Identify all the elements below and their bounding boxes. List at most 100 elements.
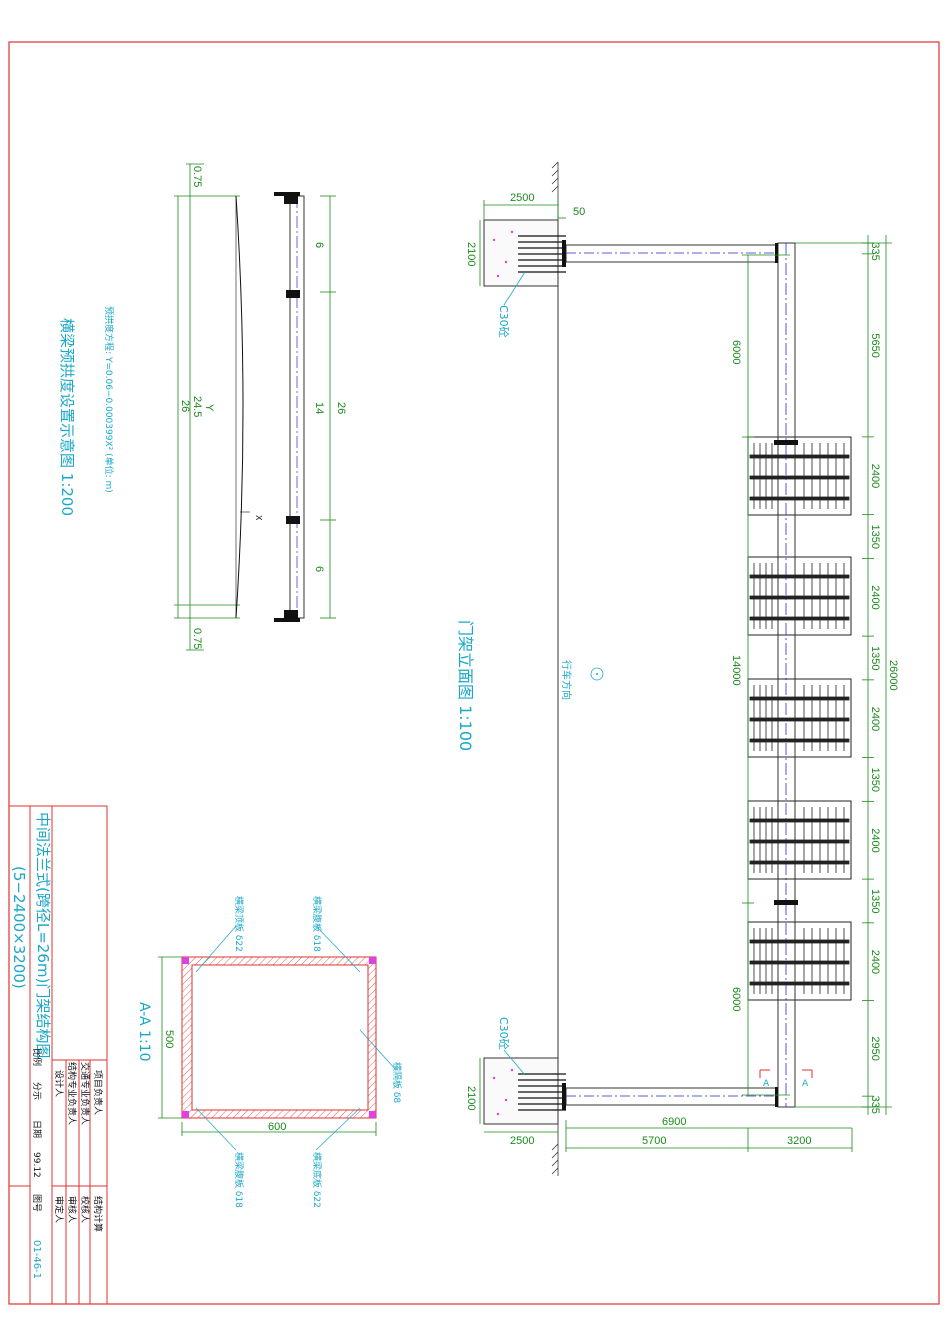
foundation-top: [483, 219, 559, 287]
ground-hatch-top: [551, 161, 559, 222]
dim-right-segment: 2400: [869, 585, 881, 609]
section-leaders: [195, 925, 397, 1151]
tb-no-value: 01-46-1: [31, 1240, 42, 1279]
section-dims: [158, 956, 377, 1136]
foundation-speckles: [492, 230, 514, 1116]
sign-panel-ribs: [749, 443, 850, 994]
dim-right-segment: 1350: [869, 525, 881, 549]
tb-reviewer: 审核人: [66, 1196, 78, 1223]
column-bottom: [565, 1087, 779, 1106]
dim-gap: 50: [573, 206, 585, 218]
panel-rail: [749, 960, 850, 965]
section-height: 500: [163, 1030, 175, 1048]
section-label-right: 横隔板 δ8: [391, 1062, 403, 1103]
dim-base-height-top: 2100: [465, 242, 477, 266]
camber-length: 26: [179, 400, 191, 412]
panel-rail: [749, 696, 850, 701]
ground-hatch-bottom: [551, 1120, 559, 1176]
camber-view: 0.75 0.75 24.5 26 Y X 6 14 26 6 预拱度方程: Y…: [58, 163, 347, 651]
dim-right-total: 26000: [887, 660, 899, 691]
sheet-border: [8, 41, 940, 1305]
dim-right-segment: 2400: [869, 950, 881, 974]
dim-right-segment: 335: [869, 242, 881, 260]
dim-lines-bottom: [479, 1058, 853, 1152]
tb-designer: 设计人: [53, 1070, 65, 1097]
dim-lines-left: [742, 254, 790, 1096]
elevation-view: 2500 50 2100 2500 2100 6900 5700 3200 60…: [456, 161, 899, 1176]
tb-date-label: 日期: [31, 1120, 42, 1138]
flanges: [562, 240, 798, 1110]
dim-span-a: 5700: [642, 1135, 666, 1147]
section-label-top-right: 横梁腹板 δ18: [311, 896, 323, 952]
dim-span-inner: 6900: [662, 1116, 686, 1128]
camber-chord: 24.5: [191, 396, 203, 417]
dim-right-segment: 1350: [869, 767, 881, 791]
dim-right-segment: 2400: [869, 464, 881, 488]
camber-seg-b: 14: [313, 402, 325, 414]
drawing-title: 中间法兰式(跨径L=26m)门架结构图: [34, 812, 52, 1058]
dim-labels-right: 335 5650 2400 1350 2400 1350 2400 1350 2400 1350 2…: [869, 242, 881, 1114]
tb-calc: 结构计算: [92, 1196, 104, 1232]
dim-right-segment: 1350: [869, 889, 881, 913]
camber-curve: [235, 195, 244, 619]
tb-unit-lead: 交通专业负责人: [79, 1062, 91, 1125]
tb-scale-value: 分示: [31, 1082, 42, 1100]
concrete-label-top: C30砼: [497, 305, 510, 338]
camber-equation: 预拱度方程: Y=0.06−0.000399X² (单位: m): [103, 306, 115, 493]
dim-ticks-right: [862, 242, 874, 1108]
camber-beam-flanges: [274, 192, 300, 622]
anchor-bolts-bottom: [518, 1073, 566, 1111]
section-width: 600: [268, 1121, 286, 1133]
camber-total: 26: [335, 402, 347, 414]
direction-symbol: [590, 667, 604, 681]
camber-seg-c: 6: [313, 566, 325, 572]
panel-rail: [749, 839, 850, 844]
section-view: 500 600 横梁顶板 δ22 横梁腹板 δ18 横梁腹板 δ18 横梁底板 …: [136, 896, 403, 1208]
dim-right-segment: 1350: [869, 646, 881, 670]
panel-rail: [749, 738, 850, 743]
panel-rail: [749, 454, 850, 459]
dim-right-segment: 5650: [869, 333, 881, 357]
dim-lines-top: [479, 200, 566, 286]
panel-rail: [749, 860, 850, 865]
column-top: [565, 244, 779, 263]
camber-axis-y: Y: [203, 404, 215, 412]
dim-right-segment: 2400: [869, 707, 881, 731]
tb-approver: 审定人: [53, 1196, 65, 1223]
drawing-subtitle: (5−2400×3200): [10, 866, 28, 989]
panel-rail: [749, 475, 850, 480]
panel-rail: [749, 616, 850, 621]
crossbeam: [777, 242, 796, 1108]
tb-date-value: 99.12: [31, 1152, 41, 1178]
elevation-title: 门架立面图 1:100: [456, 620, 475, 751]
camber-top-offset: 0.75: [191, 166, 203, 187]
tb-no-label: 图号: [31, 1194, 42, 1212]
direction-label: 行车方向: [560, 660, 573, 700]
tb-struct-lead: 结构专业负责人: [66, 1062, 78, 1125]
anchor-bolts-top: [518, 235, 566, 273]
section-welds: [182, 957, 376, 1118]
dim-left-top: 6000: [730, 340, 742, 364]
section-title: A-A 1:10: [136, 1002, 152, 1061]
camber-bottom-offset: 0.75: [191, 628, 203, 649]
concrete-label-bottom: C30砼: [497, 1017, 510, 1050]
section-label-bottom-left: 横梁腹板 δ18: [233, 1152, 245, 1208]
tb-project-lead: 项目负责人: [92, 1070, 104, 1115]
section-label-top-left: 横梁顶板 δ22: [233, 896, 245, 952]
tb-checker: 校核人: [79, 1196, 91, 1223]
dim-left-bot: 6000: [730, 987, 742, 1011]
dim-right-segment: 2950: [869, 1036, 881, 1060]
panel-rail: [749, 574, 850, 579]
tb-scale-label: 比例: [31, 1048, 43, 1066]
camber-seg-a: 6: [313, 242, 325, 248]
camber-title: 横梁预拱度设置示意图 1:200: [58, 318, 76, 516]
panel-rail: [749, 496, 850, 501]
dim-right-segment: 2400: [869, 828, 881, 852]
title-block: 中间法兰式(跨径L=26m)门架结构图 (5−2400×3200) 项目负责人 …: [8, 805, 108, 1305]
dim-base-height-bottom: 2100: [465, 1086, 477, 1110]
panel-rail: [749, 981, 850, 986]
camber-dim-lines: [174, 163, 336, 651]
section-mark-a-right: A: [802, 1079, 809, 1089]
section-box-wall: [181, 956, 377, 1119]
panel-rail: [749, 939, 850, 944]
